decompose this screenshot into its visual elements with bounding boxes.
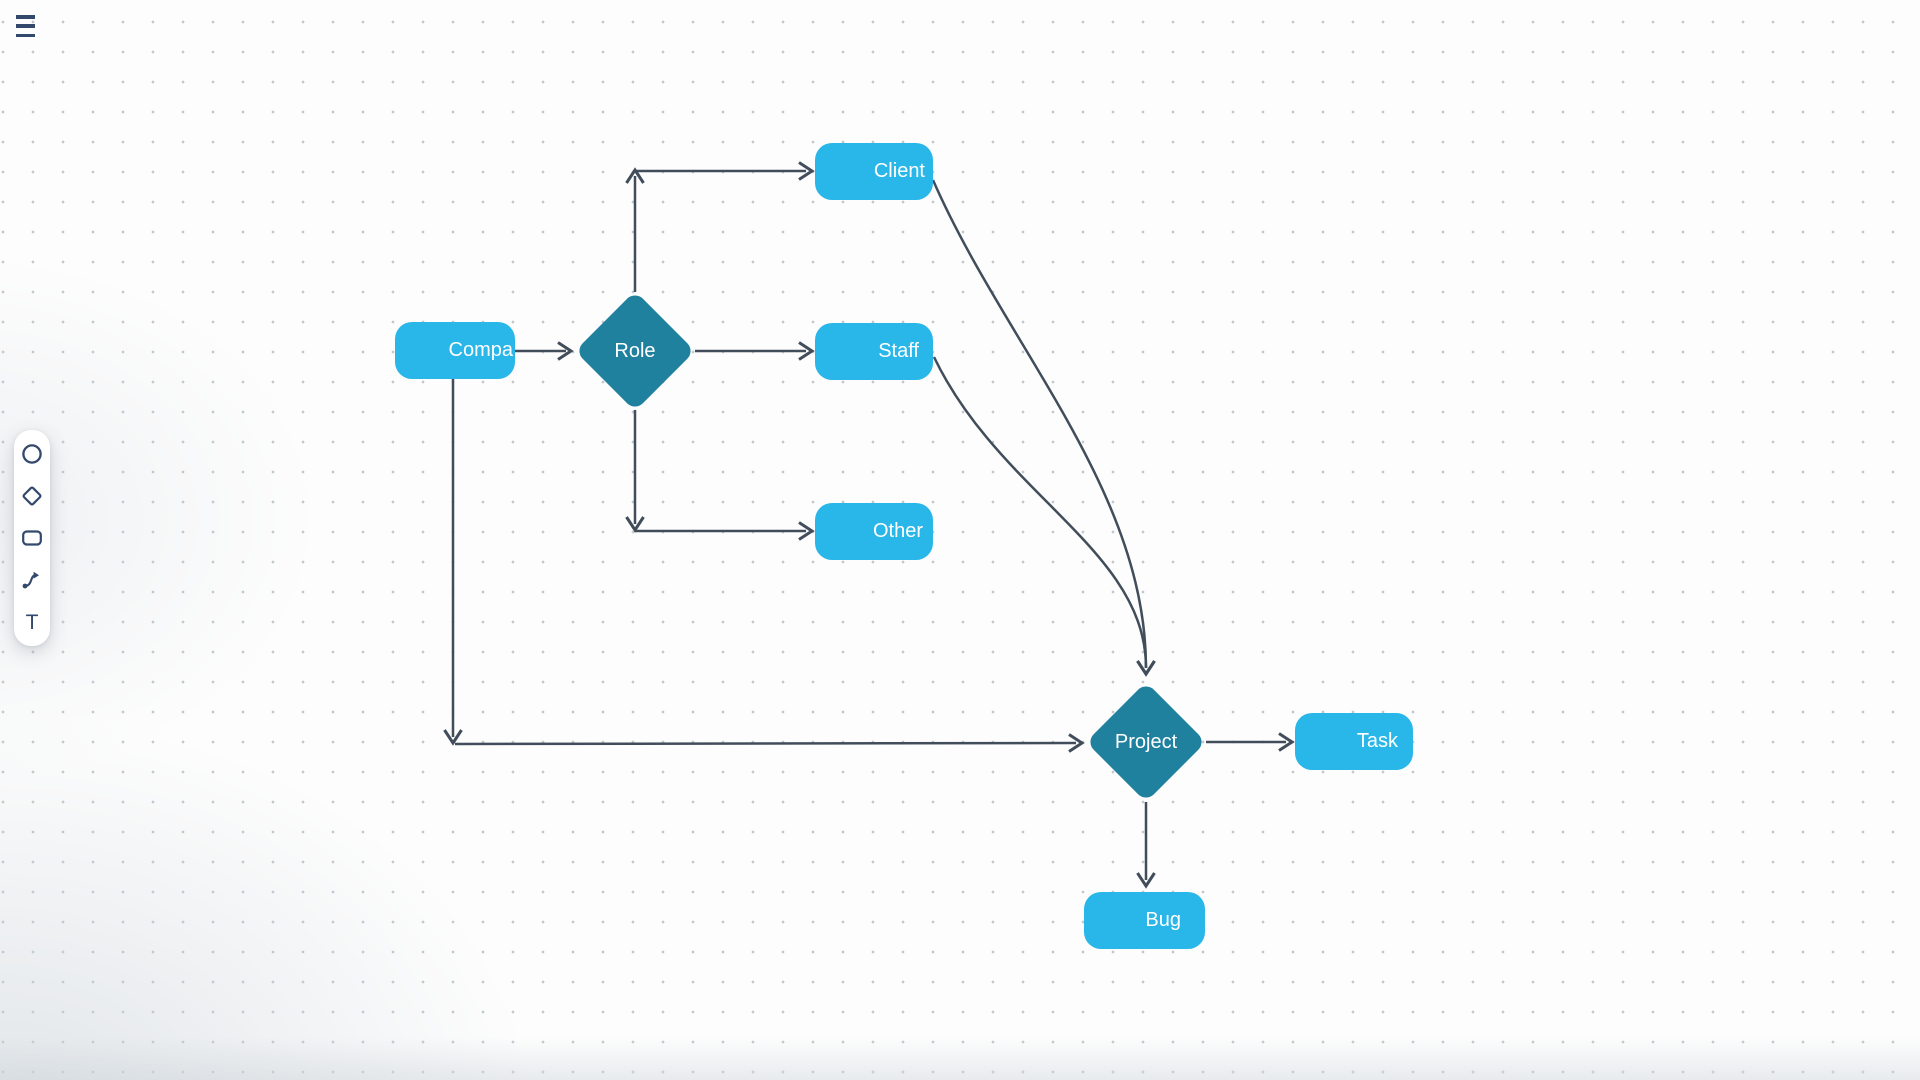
circle-icon — [22, 444, 42, 464]
edge-corner-project[interactable] — [454, 741, 1077, 746]
node-other[interactable]: Other — [815, 503, 933, 560]
node-bug[interactable]: Bug — [1084, 892, 1205, 949]
text-tool-button[interactable]: T — [19, 610, 45, 634]
node-label-other: Other — [872, 520, 923, 542]
node-task[interactable]: Task — [1295, 713, 1413, 770]
node-staff[interactable]: Staff — [815, 323, 933, 380]
arrowhead-company-role — [557, 341, 574, 361]
diamond-icon — [22, 486, 42, 506]
edge-client-project[interactable] — [931, 179, 1148, 669]
hamburger-menu-icon — [16, 15, 35, 19]
diamond-tool-button[interactable] — [19, 484, 45, 508]
rectangle-tool-button[interactable] — [19, 526, 45, 550]
hamburger-menu-button[interactable] — [16, 15, 40, 37]
connector-icon — [22, 571, 39, 589]
arrowhead-project-bug — [1136, 872, 1156, 889]
hamburger-menu-icon — [16, 33, 35, 37]
arrowhead-staff-project — [1136, 660, 1156, 677]
node-label-bug: Bug — [1145, 909, 1181, 931]
text-tool-icon: T — [25, 610, 39, 634]
arrowhead-role-staff — [798, 341, 815, 361]
node-label-task: Task — [1356, 730, 1398, 752]
connector-tool-button[interactable] — [19, 568, 45, 592]
node-label-project: Project — [1114, 730, 1178, 753]
edge-staff-project[interactable] — [932, 356, 1148, 669]
rectangle-icon — [22, 530, 42, 546]
node-label-company: Compa — [448, 339, 513, 361]
node-project[interactable]: Project — [1085, 681, 1207, 803]
shape-toolbar: T — [14, 430, 50, 646]
arrowhead-corner-other — [798, 521, 815, 541]
node-client[interactable]: Client — [815, 143, 933, 200]
node-label-client: Client — [873, 160, 925, 182]
node-label-staff: Staff — [878, 340, 919, 362]
arrowhead-company-down — [443, 729, 463, 746]
hamburger-menu-icon — [16, 24, 35, 28]
circle-tool-button[interactable] — [19, 442, 45, 466]
node-company[interactable]: Compa — [395, 322, 515, 379]
arrowhead-corner-project — [1068, 733, 1085, 753]
node-role[interactable]: Role — [574, 290, 696, 412]
node-label-role: Role — [614, 339, 656, 362]
arrowhead-corner-client — [798, 161, 815, 181]
arrowhead-project-task — [1278, 732, 1295, 752]
